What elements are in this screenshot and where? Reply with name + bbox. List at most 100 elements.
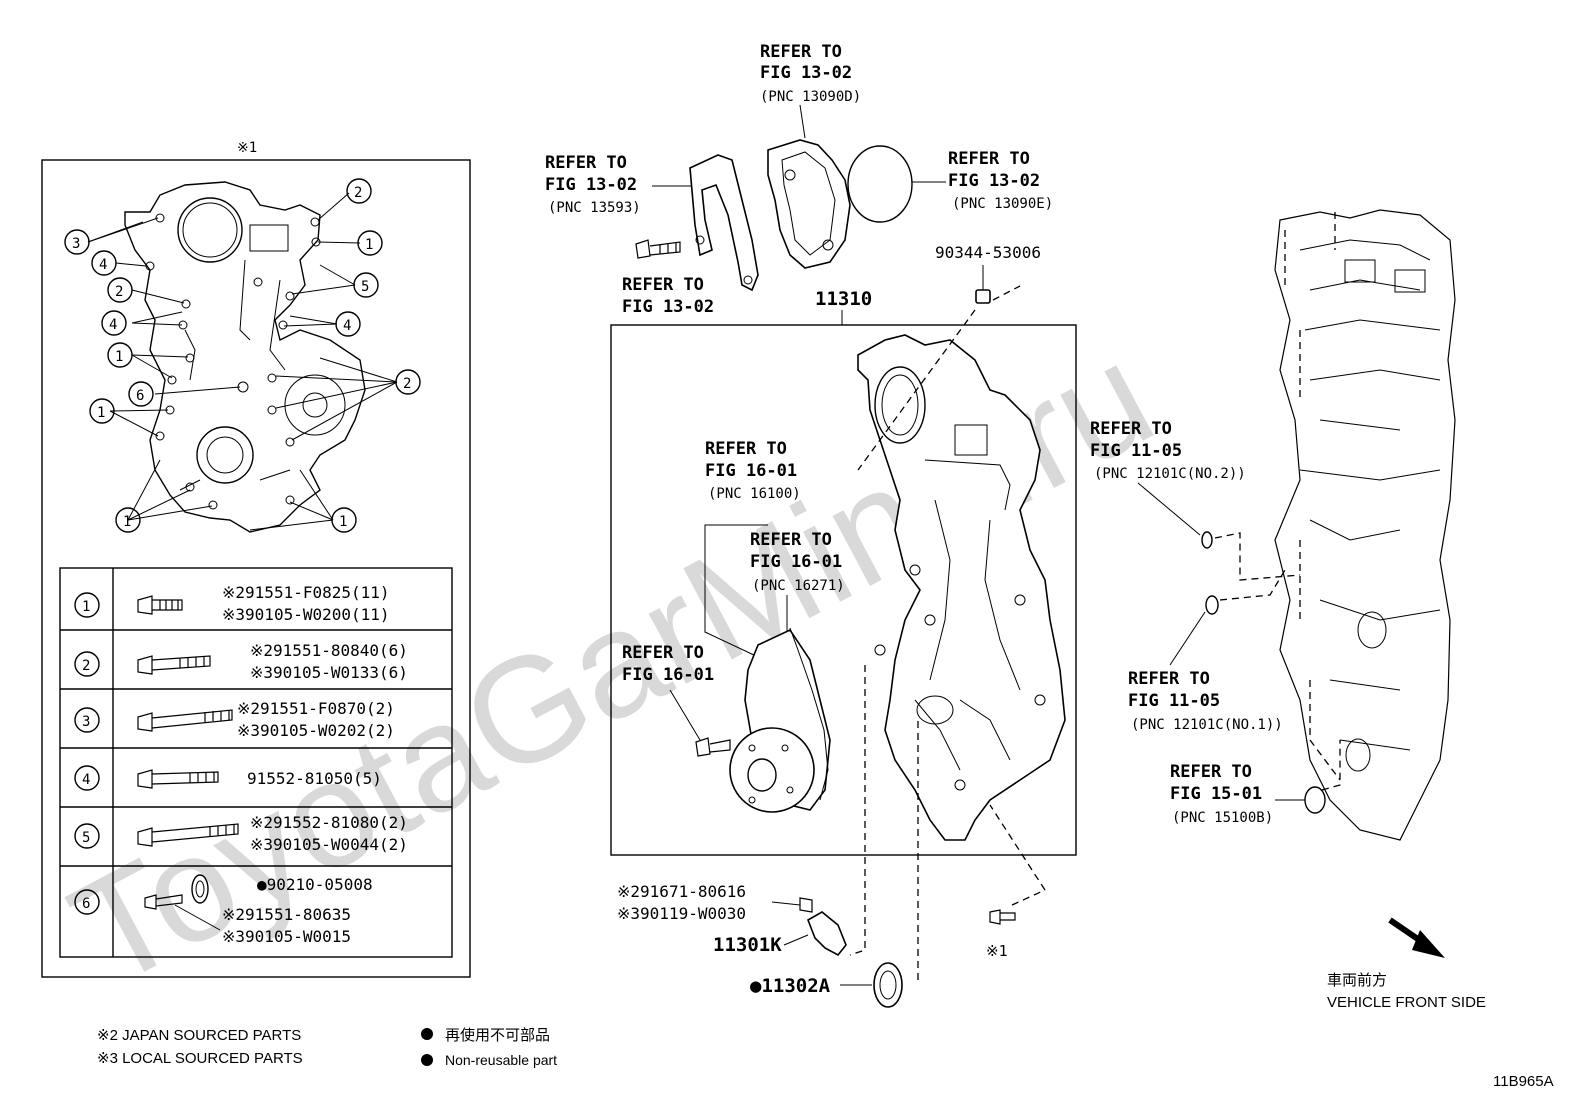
bolt-icon: [137, 595, 183, 615]
water-pump-drawing: [729, 627, 831, 813]
inset-timing-cover-drawing: [124, 181, 366, 533]
cam-position-sensor-drawing: [807, 911, 847, 957]
legend-japan-sourced: ※2 JAPAN SOURCED PARTS: [97, 1027, 301, 1044]
bolt-icon: [137, 769, 219, 789]
bolt-icon: [137, 655, 211, 675]
callout-5: 5: [361, 279, 369, 295]
inset-frame: [41, 159, 471, 978]
part-91671-label: ※291671-80616: [617, 882, 746, 901]
row4-number: 4: [82, 772, 90, 788]
callout-4b: 4: [99, 257, 107, 273]
callout-1e: 1: [123, 514, 131, 530]
row4-line1: 91552-81050(5): [247, 769, 382, 788]
svg-text:REFER TO: REFER TO: [948, 149, 1030, 169]
svg-text:FIG 13-02: FIG 13-02: [622, 297, 714, 317]
part-90344-label: 90344-53006: [935, 243, 1041, 262]
legend-non-reusable-en: Non-reusable part: [445, 1052, 557, 1068]
non-reusable-bullet-icon: [421, 1028, 433, 1040]
o-ring-15100b-drawing: [1304, 786, 1326, 814]
timing-cover-assy-box: [610, 324, 1077, 856]
svg-text:FIG 16-01: FIG 16-01: [705, 461, 797, 481]
bolt-icon: [137, 823, 239, 847]
svg-text:REFER TO: REFER TO: [1128, 669, 1210, 689]
row5-line1: ※291552-81080(2): [250, 813, 408, 832]
svg-text:(PNC 13090E): (PNC 13090E): [952, 196, 1053, 212]
callout-2a: 2: [354, 185, 362, 201]
ref-12101c-no1-label: REFER TO FIG 11-05 (PNC 12101C(NO.1)): [1128, 669, 1283, 733]
ref-13593-label: REFER TO FIG 13-02 (PNC 13593): [545, 153, 641, 216]
row3-number: 3: [82, 714, 90, 730]
svg-text:REFER TO: REFER TO: [1090, 419, 1172, 439]
row1-line2: ※390105-W0200(11): [222, 605, 390, 624]
part-11310-label: 11310: [815, 288, 872, 310]
o-ring-no1-drawing: [1205, 595, 1219, 615]
callout-1c: 1: [115, 349, 123, 365]
svg-text:FIG 13-02: FIG 13-02: [760, 63, 852, 83]
row1-number: 1: [82, 599, 90, 615]
ref-16271-label: REFER TO FIG 16-01 (PNC 16271): [750, 530, 845, 594]
row2-line2: ※390105-W0133(6): [250, 663, 408, 682]
svg-text:FIG 16-01: FIG 16-01: [622, 665, 714, 685]
callout-4a: 4: [343, 318, 351, 334]
svg-text:REFER TO: REFER TO: [545, 153, 627, 173]
direction-jp: 車両前方: [1327, 972, 1387, 989]
callout-6: 6: [136, 388, 144, 404]
non-reusable-bullet-icon: [421, 1054, 433, 1066]
svg-text:REFER TO: REFER TO: [622, 275, 704, 295]
o-ring-no2-drawing: [1201, 531, 1213, 549]
row6-number: 6: [82, 896, 90, 912]
bracket-13593-drawing: [689, 154, 759, 292]
svg-text:REFER TO: REFER TO: [760, 42, 842, 62]
svg-text:(PNC 12101C(NO.2)): (PNC 12101C(NO.2)): [1094, 466, 1246, 482]
ref-15100b-label: REFER TO FIG 15-01 (PNC 15100B): [1170, 762, 1273, 826]
water-pump-bolt-drawing: [695, 737, 731, 757]
front-direction-arrow-icon: [1388, 917, 1445, 958]
ref-13090e-label: REFER TO FIG 13-02 (PNC 13090E): [948, 149, 1053, 212]
row3-line2: ※390105-W0202(2): [237, 721, 395, 740]
ref-16100-label: REFER TO FIG 16-01 (PNC 16100): [705, 439, 801, 502]
o-ring-13090e-drawing: [847, 145, 913, 223]
bolt-table: 1 ※291551-F0825(11) ※390105-W0200(11) 2 …: [59, 567, 453, 958]
callout-1d: 1: [97, 405, 105, 421]
inset-leaders: [87, 192, 398, 531]
svg-text:FIG 13-02: FIG 13-02: [545, 175, 637, 195]
callout-1b: 1: [339, 514, 347, 530]
part-11302a-label: ●11302A: [750, 975, 831, 997]
svg-text:(PNC 16271): (PNC 16271): [752, 578, 845, 594]
row2-number: 2: [82, 658, 90, 674]
callout-3: 3: [72, 236, 80, 252]
callout-4c: 4: [109, 317, 117, 333]
svg-text:(PNC 15100B): (PNC 15100B): [1172, 810, 1273, 826]
bolt-13-02-drawing: [635, 239, 681, 259]
bolt-with-washer-icon: [144, 874, 221, 931]
svg-text:REFER TO: REFER TO: [750, 530, 832, 550]
callout-1a: 1: [365, 237, 373, 253]
svg-text:FIG 16-01: FIG 16-01: [750, 552, 842, 572]
nut-90344-drawing: [975, 289, 991, 304]
svg-text:(PNC 16100): (PNC 16100): [708, 486, 801, 502]
svg-text:FIG 13-02: FIG 13-02: [948, 171, 1040, 191]
bolt-icon: [137, 709, 233, 732]
timing-chain-cover-drawing: [857, 334, 1066, 841]
legend-local-sourced: ※3 LOCAL SOURCED PARTS: [97, 1050, 303, 1067]
svg-text:(PNC 13593): (PNC 13593): [548, 200, 641, 216]
svg-text:REFER TO: REFER TO: [622, 643, 704, 663]
inset-panel: ※1: [41, 140, 471, 978]
svg-text:FIG 11-05: FIG 11-05: [1090, 441, 1182, 461]
svg-text:FIG 15-01: FIG 15-01: [1170, 784, 1262, 804]
part-star1-label: ※1: [986, 942, 1008, 960]
row5-line2: ※390105-W0044(2): [250, 835, 408, 854]
chain-tensioner-13090d-drawing: [767, 139, 851, 269]
inset-callouts: 2 1 5 4 2 1 3 4 2 4 1 6 1 1: [64, 178, 421, 533]
callout-2c: 2: [115, 284, 123, 300]
row6-line3: ※390105-W0015: [222, 927, 351, 946]
row1-line1: ※291551-F0825(11): [222, 583, 390, 602]
row2-line1: ※291551-80840(6): [250, 641, 408, 660]
row6-line1: ●90210-05008: [257, 875, 373, 894]
engine-block-drawing: [1274, 209, 1456, 841]
part-11301k-label: 11301K: [713, 934, 782, 956]
ref-13090d-label: REFER TO FIG 13-02 (PNC 13090D): [760, 42, 861, 105]
callout-2b: 2: [403, 376, 411, 392]
row6-line2: ※291551-80635: [222, 905, 351, 924]
row3-line1: ※291551-F0870(2): [237, 699, 395, 718]
